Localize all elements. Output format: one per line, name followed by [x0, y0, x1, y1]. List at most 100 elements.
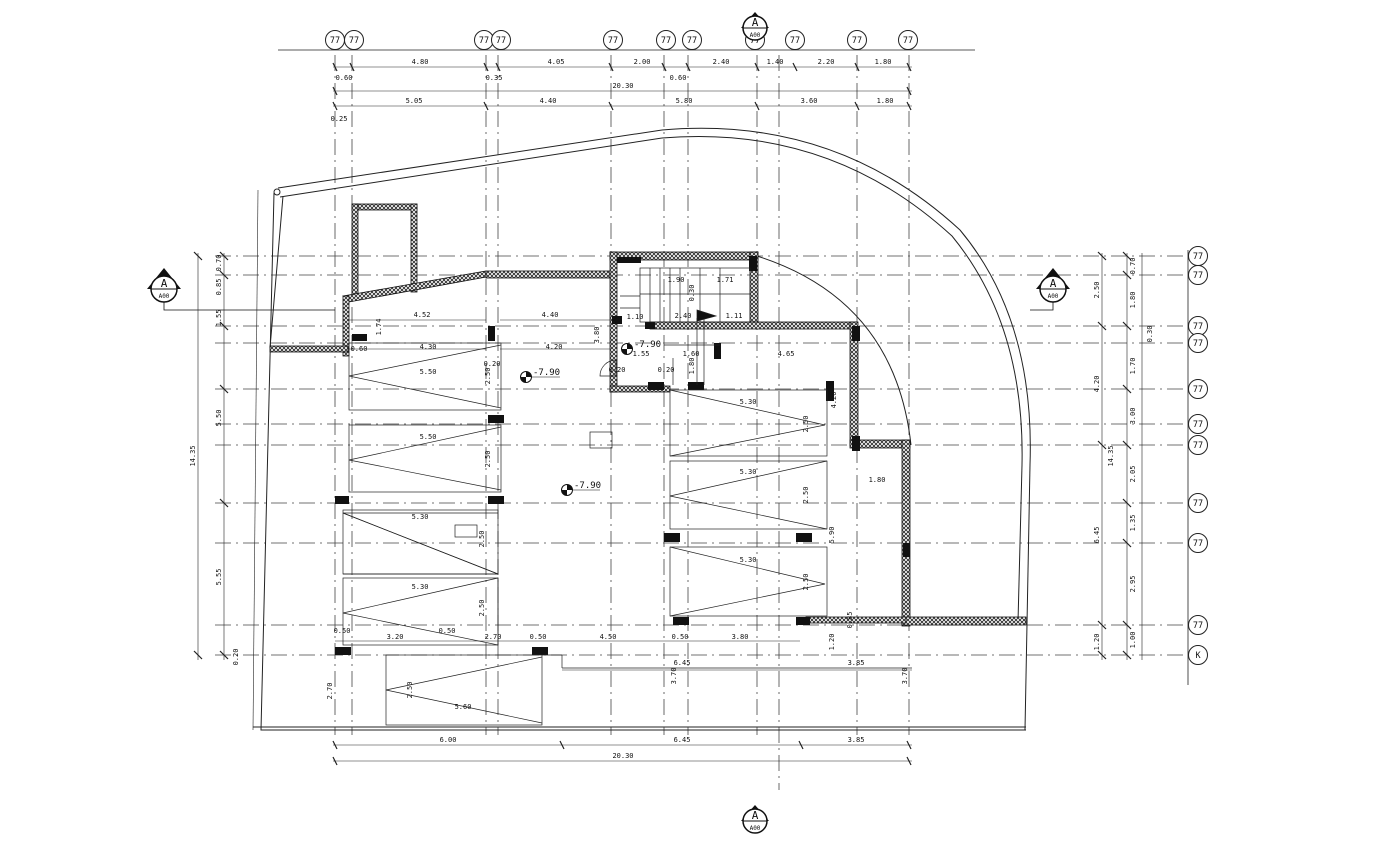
- svg-text:1.80: 1.80: [877, 97, 894, 105]
- svg-text:0.20: 0.20: [484, 360, 501, 368]
- svg-text:4.20: 4.20: [830, 392, 838, 409]
- parking-stall: [348, 342, 502, 411]
- grid-bubble: 77: [1188, 533, 1208, 553]
- svg-text:20.30: 20.30: [612, 82, 633, 90]
- right-dimension-labels: 0.70 1.80 1.70 3.00 2.05 1.35 2.95 1.00 …: [1093, 258, 1154, 651]
- section-marker-top: A A00: [741, 12, 769, 41]
- svg-text:2.05: 2.05: [1129, 466, 1137, 483]
- level-marker-lobby: -7.90: [621, 340, 661, 355]
- svg-text:3.00: 3.00: [1129, 408, 1137, 425]
- grid-bubble: 77: [1188, 316, 1208, 336]
- svg-text:77: 77: [1193, 385, 1203, 395]
- grid-bubble: 77: [1188, 333, 1208, 353]
- svg-text:4.40: 4.40: [542, 311, 559, 319]
- svg-text:5.50: 5.50: [420, 433, 437, 441]
- svg-text:0.20: 0.20: [658, 366, 675, 374]
- top-dimension-labels: 0.60 4.80 0.35 4.05 2.00 0.60 2.40 1.40 …: [331, 58, 894, 123]
- svg-text:77: 77: [1193, 271, 1203, 281]
- svg-text:1.80: 1.80: [1129, 292, 1137, 309]
- grid-lines: [215, 55, 1185, 790]
- grid-bubble: 77: [1188, 493, 1208, 513]
- svg-text:77: 77: [1193, 252, 1203, 262]
- svg-text:4.20: 4.20: [546, 343, 563, 351]
- grid-bubble: 77: [1188, 379, 1208, 399]
- right-grid-bubbles: 77 77 77 77 77 77 77 77 77 77 K: [1187, 246, 1208, 685]
- svg-text:5.55: 5.55: [215, 569, 223, 586]
- site-boundary: [252, 127, 1031, 731]
- svg-text:2.50: 2.50: [802, 416, 810, 433]
- svg-text:2.50: 2.50: [478, 600, 486, 617]
- svg-text:77: 77: [479, 36, 489, 46]
- level-marker-parking-center: -7.90: [561, 481, 601, 496]
- columns: [335, 256, 910, 655]
- grid-bubble: K: [1188, 645, 1208, 665]
- svg-text:2.70: 2.70: [326, 683, 334, 700]
- svg-text:A00: A00: [750, 32, 761, 39]
- svg-text:3.80: 3.80: [593, 327, 601, 344]
- svg-text:5.50: 5.50: [420, 368, 437, 376]
- parking-stall: [342, 577, 499, 646]
- svg-text:4.30: 4.30: [420, 343, 437, 351]
- svg-text:A00: A00: [159, 293, 170, 300]
- svg-text:77: 77: [1193, 420, 1203, 430]
- svg-text:A: A: [1050, 277, 1057, 290]
- svg-text:77: 77: [661, 36, 671, 46]
- grid-bubble: 77: [1188, 615, 1208, 635]
- svg-text:77: 77: [1193, 621, 1203, 631]
- grid-bubble: 77: [682, 30, 702, 50]
- svg-text:2.20: 2.20: [818, 58, 835, 66]
- left-dimension-labels: 0.70 0.85 1.55 5.50 5.55 0.20 14.35: [189, 255, 240, 666]
- svg-text:1.71: 1.71: [717, 276, 734, 284]
- svg-text:0.60: 0.60: [336, 74, 353, 82]
- svg-text:1.20: 1.20: [1093, 634, 1101, 651]
- parking-stall: [342, 509, 499, 575]
- grid-bubble: 77: [847, 30, 867, 50]
- svg-text:2.50: 2.50: [478, 531, 486, 548]
- grid-bubble: 77: [1188, 246, 1208, 266]
- svg-text:K: K: [1195, 651, 1201, 661]
- svg-text:A00: A00: [750, 825, 761, 832]
- svg-text:-7.90: -7.90: [634, 340, 661, 350]
- svg-text:3.70: 3.70: [901, 668, 909, 685]
- parking-stall: [669, 546, 828, 617]
- grid-bubble: 77: [1188, 265, 1208, 285]
- svg-text:0.50: 0.50: [334, 627, 351, 635]
- interior-dimension-labels: 4.52 4.40 1.74 0.60 4.30 0.20 4.20 3.80 …: [326, 276, 909, 699]
- svg-text:2.00: 2.00: [634, 58, 651, 66]
- svg-text:14.35: 14.35: [189, 445, 197, 466]
- svg-text:5.30: 5.30: [740, 556, 757, 564]
- svg-text:6.45: 6.45: [674, 659, 691, 667]
- svg-text:3.85: 3.85: [848, 736, 865, 744]
- grid-bubble: 77: [785, 30, 805, 50]
- stair-core: [599, 267, 751, 385]
- svg-text:0.35: 0.35: [486, 74, 503, 82]
- parking-stalls: [342, 342, 912, 726]
- parking-stall: [669, 460, 828, 530]
- svg-text:-7.90: -7.90: [533, 368, 560, 378]
- svg-text:5.30: 5.30: [412, 513, 429, 521]
- svg-text:77: 77: [608, 36, 618, 46]
- svg-text:3.70: 3.70: [670, 668, 678, 685]
- svg-text:4.50: 4.50: [600, 633, 617, 641]
- svg-text:77: 77: [750, 36, 760, 46]
- svg-text:1.55: 1.55: [215, 310, 223, 327]
- svg-text:0.50: 0.50: [672, 633, 689, 641]
- svg-text:-7.90: -7.90: [574, 481, 601, 491]
- svg-text:A: A: [752, 16, 759, 29]
- svg-text:1.60: 1.60: [683, 350, 700, 358]
- section-marker-left: A A00: [147, 268, 335, 311]
- svg-text:5.30: 5.30: [740, 398, 757, 406]
- top-grid-bubbles: 77 77 77 77 77 77 77 77 77 77 77: [278, 30, 975, 51]
- svg-text:2.50: 2.50: [484, 451, 492, 468]
- svg-text:1.55: 1.55: [633, 350, 650, 358]
- svg-text:0.25: 0.25: [331, 115, 348, 123]
- bottom-dimension-labels: 6.00 6.45 3.85 20.30: [440, 736, 865, 760]
- svg-text:2.40: 2.40: [713, 58, 730, 66]
- svg-text:0.85: 0.85: [215, 279, 223, 296]
- svg-text:3.60: 3.60: [801, 97, 818, 105]
- svg-text:1.00: 1.00: [1129, 632, 1137, 649]
- svg-text:0.60: 0.60: [351, 345, 368, 353]
- svg-text:4.20: 4.20: [1093, 376, 1101, 393]
- svg-text:5.30: 5.30: [740, 468, 757, 476]
- svg-text:A: A: [161, 277, 168, 290]
